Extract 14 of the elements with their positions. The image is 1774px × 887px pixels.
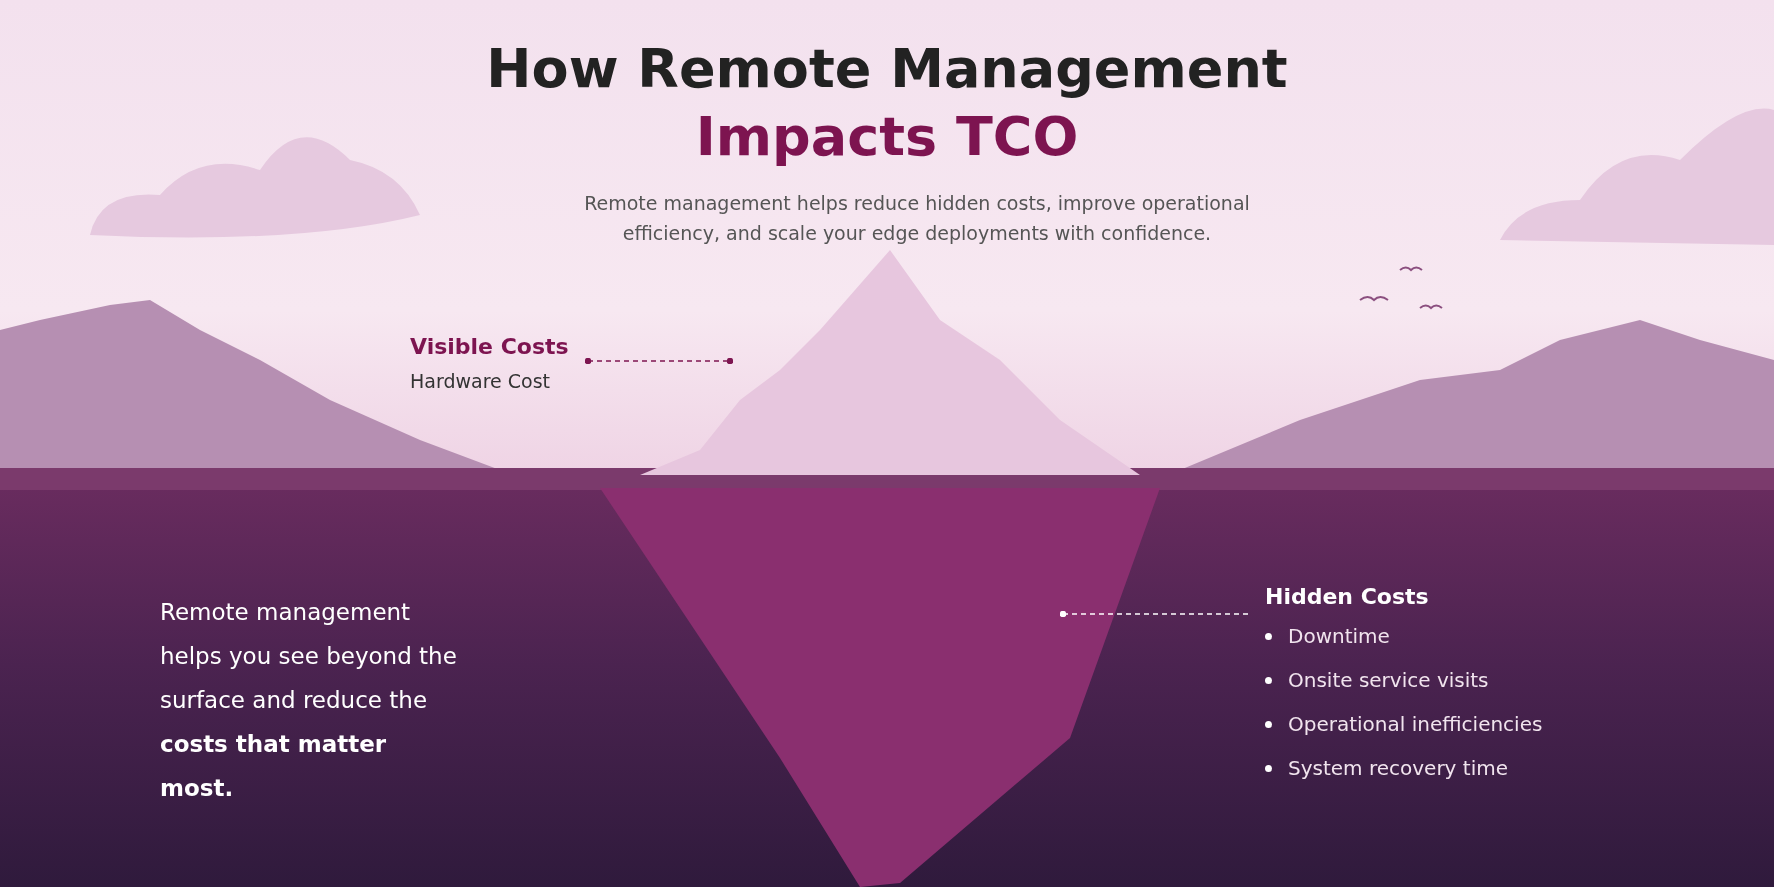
iceberg-tip-drawing xyxy=(640,250,1140,475)
note-text: Remote management helps you see beyond the surface and reduce the costs that matter most. xyxy=(160,598,458,803)
heading: Hidden Costs xyxy=(1265,583,1430,611)
leader-line xyxy=(584,357,734,365)
title: How Remote Management Impacts TCO xyxy=(485,36,1289,170)
bullet-item: Downtime xyxy=(1288,623,1390,650)
item-text: Hardware Cost xyxy=(410,369,551,394)
underwater-iceberg-drawing xyxy=(600,488,1160,887)
bullet-item: Operational inefficiencies xyxy=(1288,711,1543,738)
bullet-item: System recovery time xyxy=(1288,755,1508,782)
heading: Visible Costs xyxy=(410,333,570,361)
leader-line xyxy=(1059,610,1249,618)
bullet-item: Onsite service visits xyxy=(1288,667,1489,694)
caption: Remote management helps reduce hidden costs, improve operational efficiency, and scale your edge deployments with confidence. xyxy=(583,191,1251,246)
